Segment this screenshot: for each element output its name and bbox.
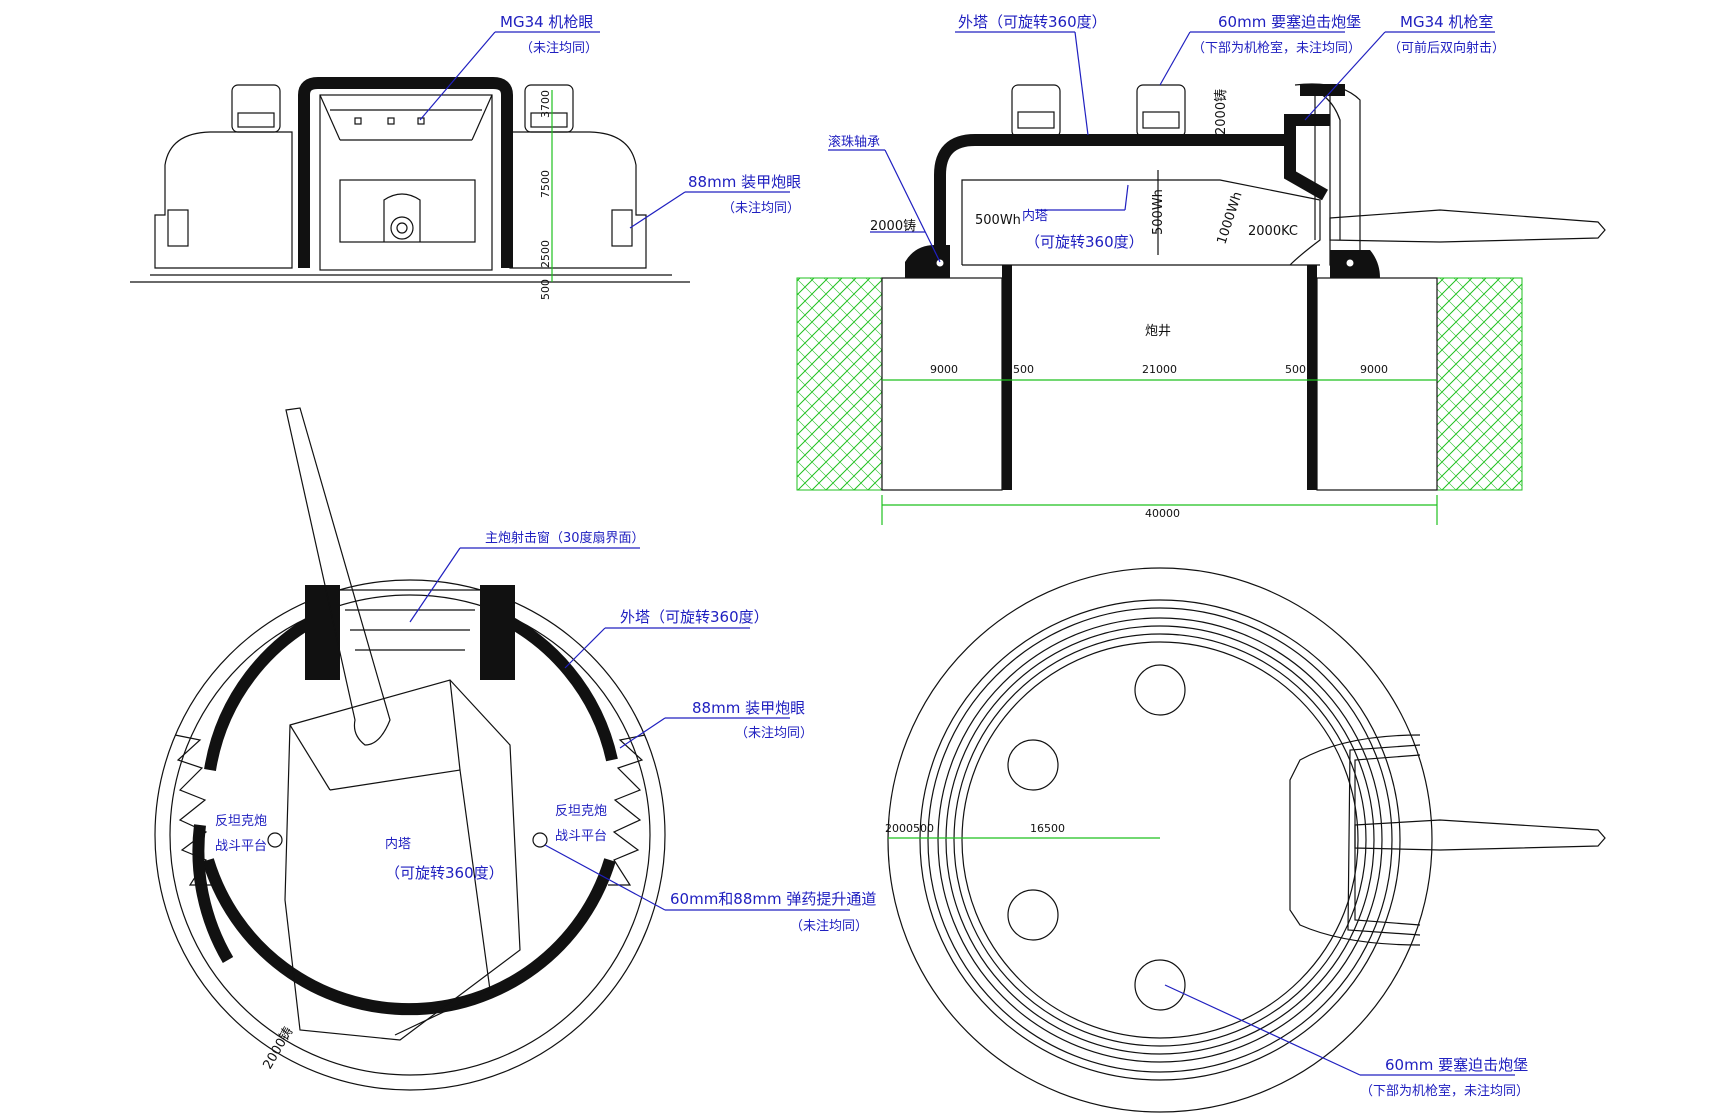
label-60mm-turret-note: （下部为机枪室，未注均同） — [1192, 40, 1361, 56]
dim-40000: 40000 — [1145, 507, 1180, 520]
label-500wh-a: 500Wh — [975, 213, 1021, 228]
dim-9000-right: 9000 — [1360, 363, 1388, 376]
dim-7500: 7500 — [539, 170, 552, 198]
label-inner-turret-plan: 内塔 — [385, 836, 411, 852]
plan-right: 2000 500 16500 60mm 要塞迫击炮堡 （下部为机枪室，未注均同） — [885, 567, 1606, 1113]
label-at-platform-right: 反坦克炮 — [555, 804, 607, 819]
label-firing-window: 主炮射击窗（30度扇界面） — [485, 530, 645, 546]
label-gun-well: 炮井 — [1145, 324, 1171, 339]
plan-left: 主炮射击窗（30度扇界面） 外塔（可旋转360度） 88mm 装甲炮眼 （未注均… — [154, 407, 876, 1091]
label-mg34-port-note: （未注均同） — [520, 41, 598, 56]
label-steel-2000-left: 2000铸 — [870, 218, 916, 234]
label-outer-turret: 外塔（可旋转360度） — [958, 13, 1107, 31]
dim-3700: 3700 — [539, 90, 552, 118]
label-1000wh: 1000Wh — [1215, 190, 1246, 246]
label-steel-2000-plan: 2000铸 — [260, 1024, 297, 1072]
cross-section: 外塔（可旋转360度） 60mm 要塞迫击炮堡 （下部为机枪室，未注均同） MG… — [796, 13, 1606, 525]
dim-16500: 16500 — [1030, 822, 1065, 835]
dim-9000-left: 9000 — [930, 363, 958, 376]
label-inner-turret-plan-note: （可旋转360度） — [385, 864, 504, 882]
label-60mm-turret: 60mm 要塞迫击炮堡 — [1218, 13, 1361, 31]
label-at-platform-left-2: 战斗平台 — [215, 839, 267, 854]
dim-500-left: 500 — [1013, 363, 1034, 376]
dim-500-right: 500 — [1285, 363, 1306, 376]
label-roller-bearing: 滚珠轴承 — [828, 134, 880, 150]
label-inner-turret-note: （可旋转360度） — [1025, 233, 1144, 251]
label-88mm-port-note: （未注均同） — [722, 201, 800, 216]
label-mg34-port: MG34 机枪眼 — [500, 13, 593, 31]
label-mg34-room-note: （可前后双向射击） — [1388, 40, 1505, 56]
label-outer-turret-plan: 外塔（可旋转360度） — [620, 608, 769, 626]
label-at-platform-left: 反坦克炮 — [215, 814, 267, 829]
label-steel-2000-top: 2000铸 — [1213, 89, 1229, 135]
dim-500-plan: 500 — [913, 822, 934, 835]
label-88mm-port-plan-note: （未注均同） — [735, 726, 813, 741]
label-at-platform-right-2: 战斗平台 — [555, 829, 607, 844]
label-88mm-port: 88mm 装甲炮眼 — [688, 173, 801, 191]
label-60mm-turret-plan: 60mm 要塞迫击炮堡 — [1385, 1056, 1528, 1074]
label-500wh-b: 500Wh — [1151, 189, 1166, 235]
label-88mm-port-plan: 88mm 装甲炮眼 — [692, 699, 805, 717]
dim-21000: 21000 — [1142, 363, 1177, 376]
label-inner-turret: 内塔 — [1022, 208, 1048, 224]
dim-2500: 2500 — [539, 240, 552, 268]
label-2000kc: 2000KC — [1248, 224, 1298, 239]
label-mg34-room: MG34 机枪室 — [1400, 13, 1493, 31]
front-elevation: 3700 7500 2500 500 MG34 机枪眼 （未注均同） 88mm … — [130, 13, 801, 300]
label-ammo-lift: 60mm和88mm 弹药提升通道 — [670, 890, 876, 908]
dim-500: 500 — [539, 279, 552, 300]
label-60mm-turret-plan-note: （下部为机枪室，未注均同） — [1360, 1083, 1529, 1099]
label-ammo-lift-note: （未注均同） — [790, 919, 868, 934]
dim-2000: 2000 — [885, 822, 913, 835]
